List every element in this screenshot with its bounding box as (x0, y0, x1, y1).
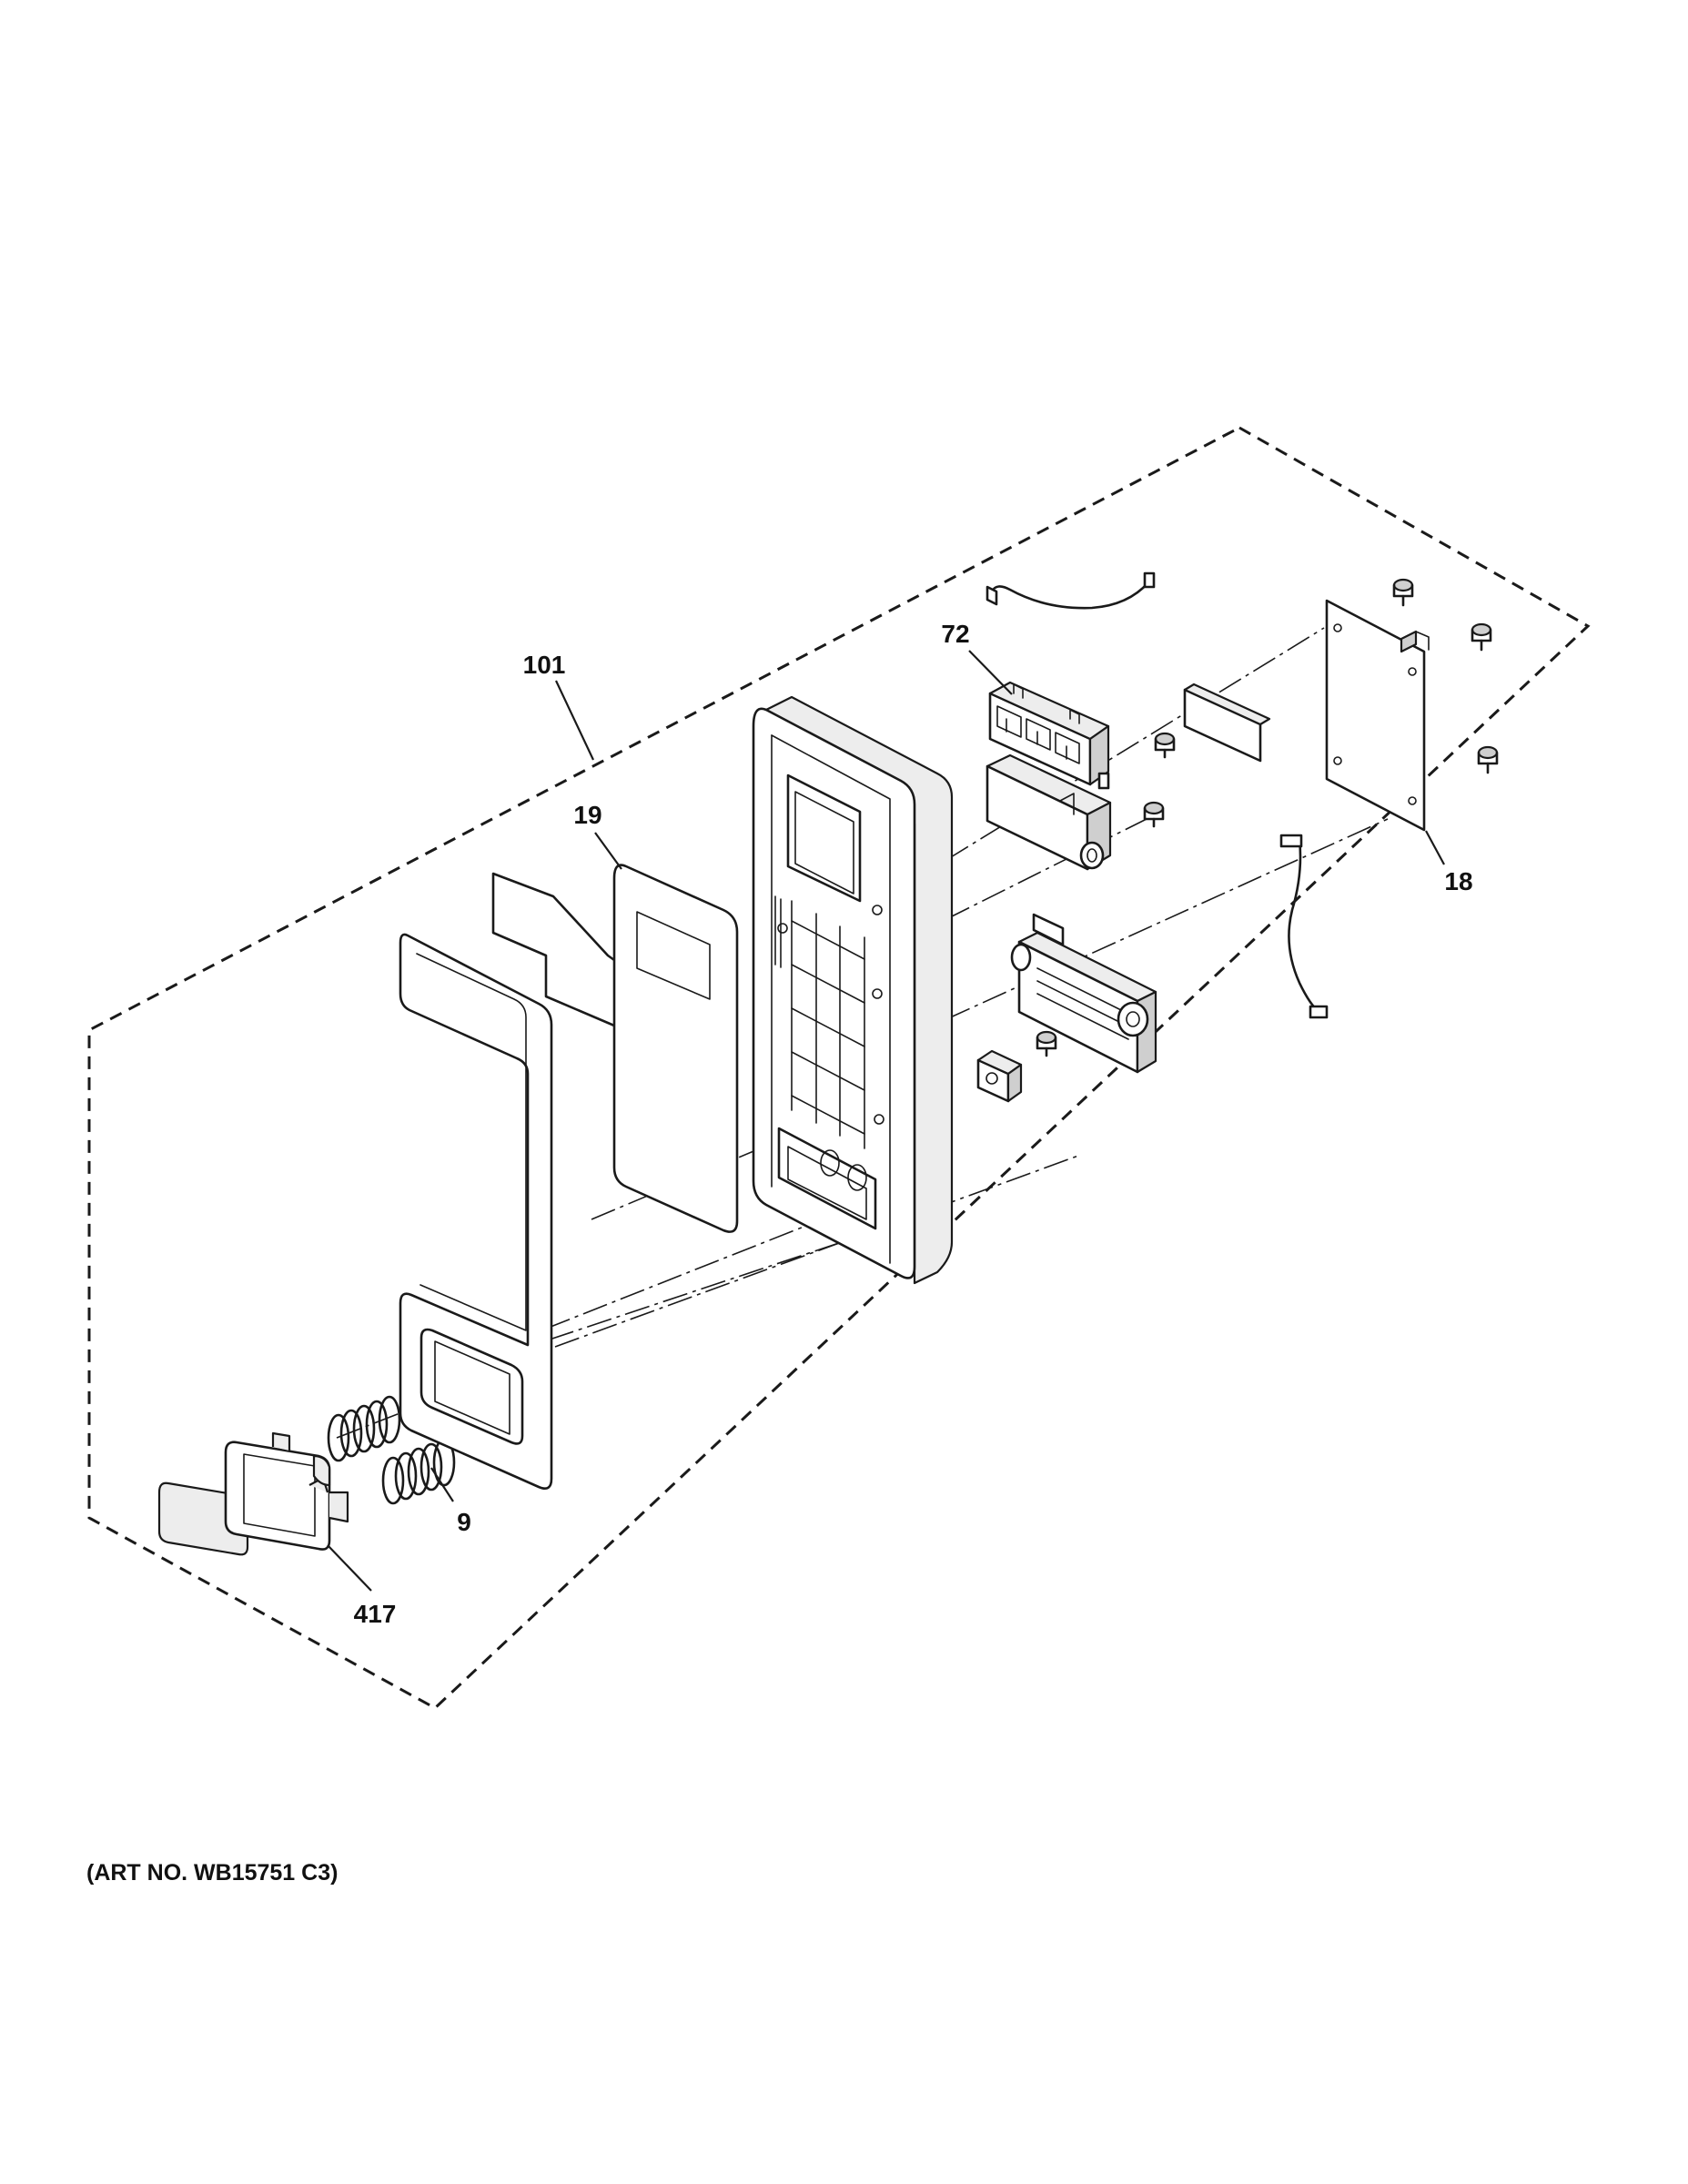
display-board-part-72 (988, 681, 1110, 790)
circuit-board-part-18 (1325, 599, 1430, 832)
membrane-overlay-part-19 (612, 864, 739, 1233)
callout-19: 19 (573, 801, 601, 829)
latch-mechanism (1010, 913, 1157, 1074)
callout-18: 18 (1444, 867, 1472, 895)
switch-block (986, 753, 1112, 871)
callout-101: 101 (523, 651, 566, 679)
assembly-boundary (87, 426, 1591, 1710)
control-panel-housing (752, 695, 954, 1285)
screws (1036, 578, 1499, 1057)
leader-lines (327, 650, 1445, 1592)
spring-part-9 (327, 1395, 456, 1505)
cable-upper (986, 571, 1156, 610)
insulator-pad (1183, 682, 1271, 763)
callout-72: 72 (941, 620, 969, 648)
latch-catch (976, 1049, 1023, 1103)
cable-lower (1279, 834, 1329, 1019)
art-number-caption: (ART NO. WB15751 C3) (86, 1860, 338, 1886)
door-trim-panel (399, 933, 553, 1490)
callout-9: 9 (457, 1508, 471, 1536)
button-part-417 (157, 1431, 349, 1556)
callout-417: 417 (354, 1600, 397, 1628)
